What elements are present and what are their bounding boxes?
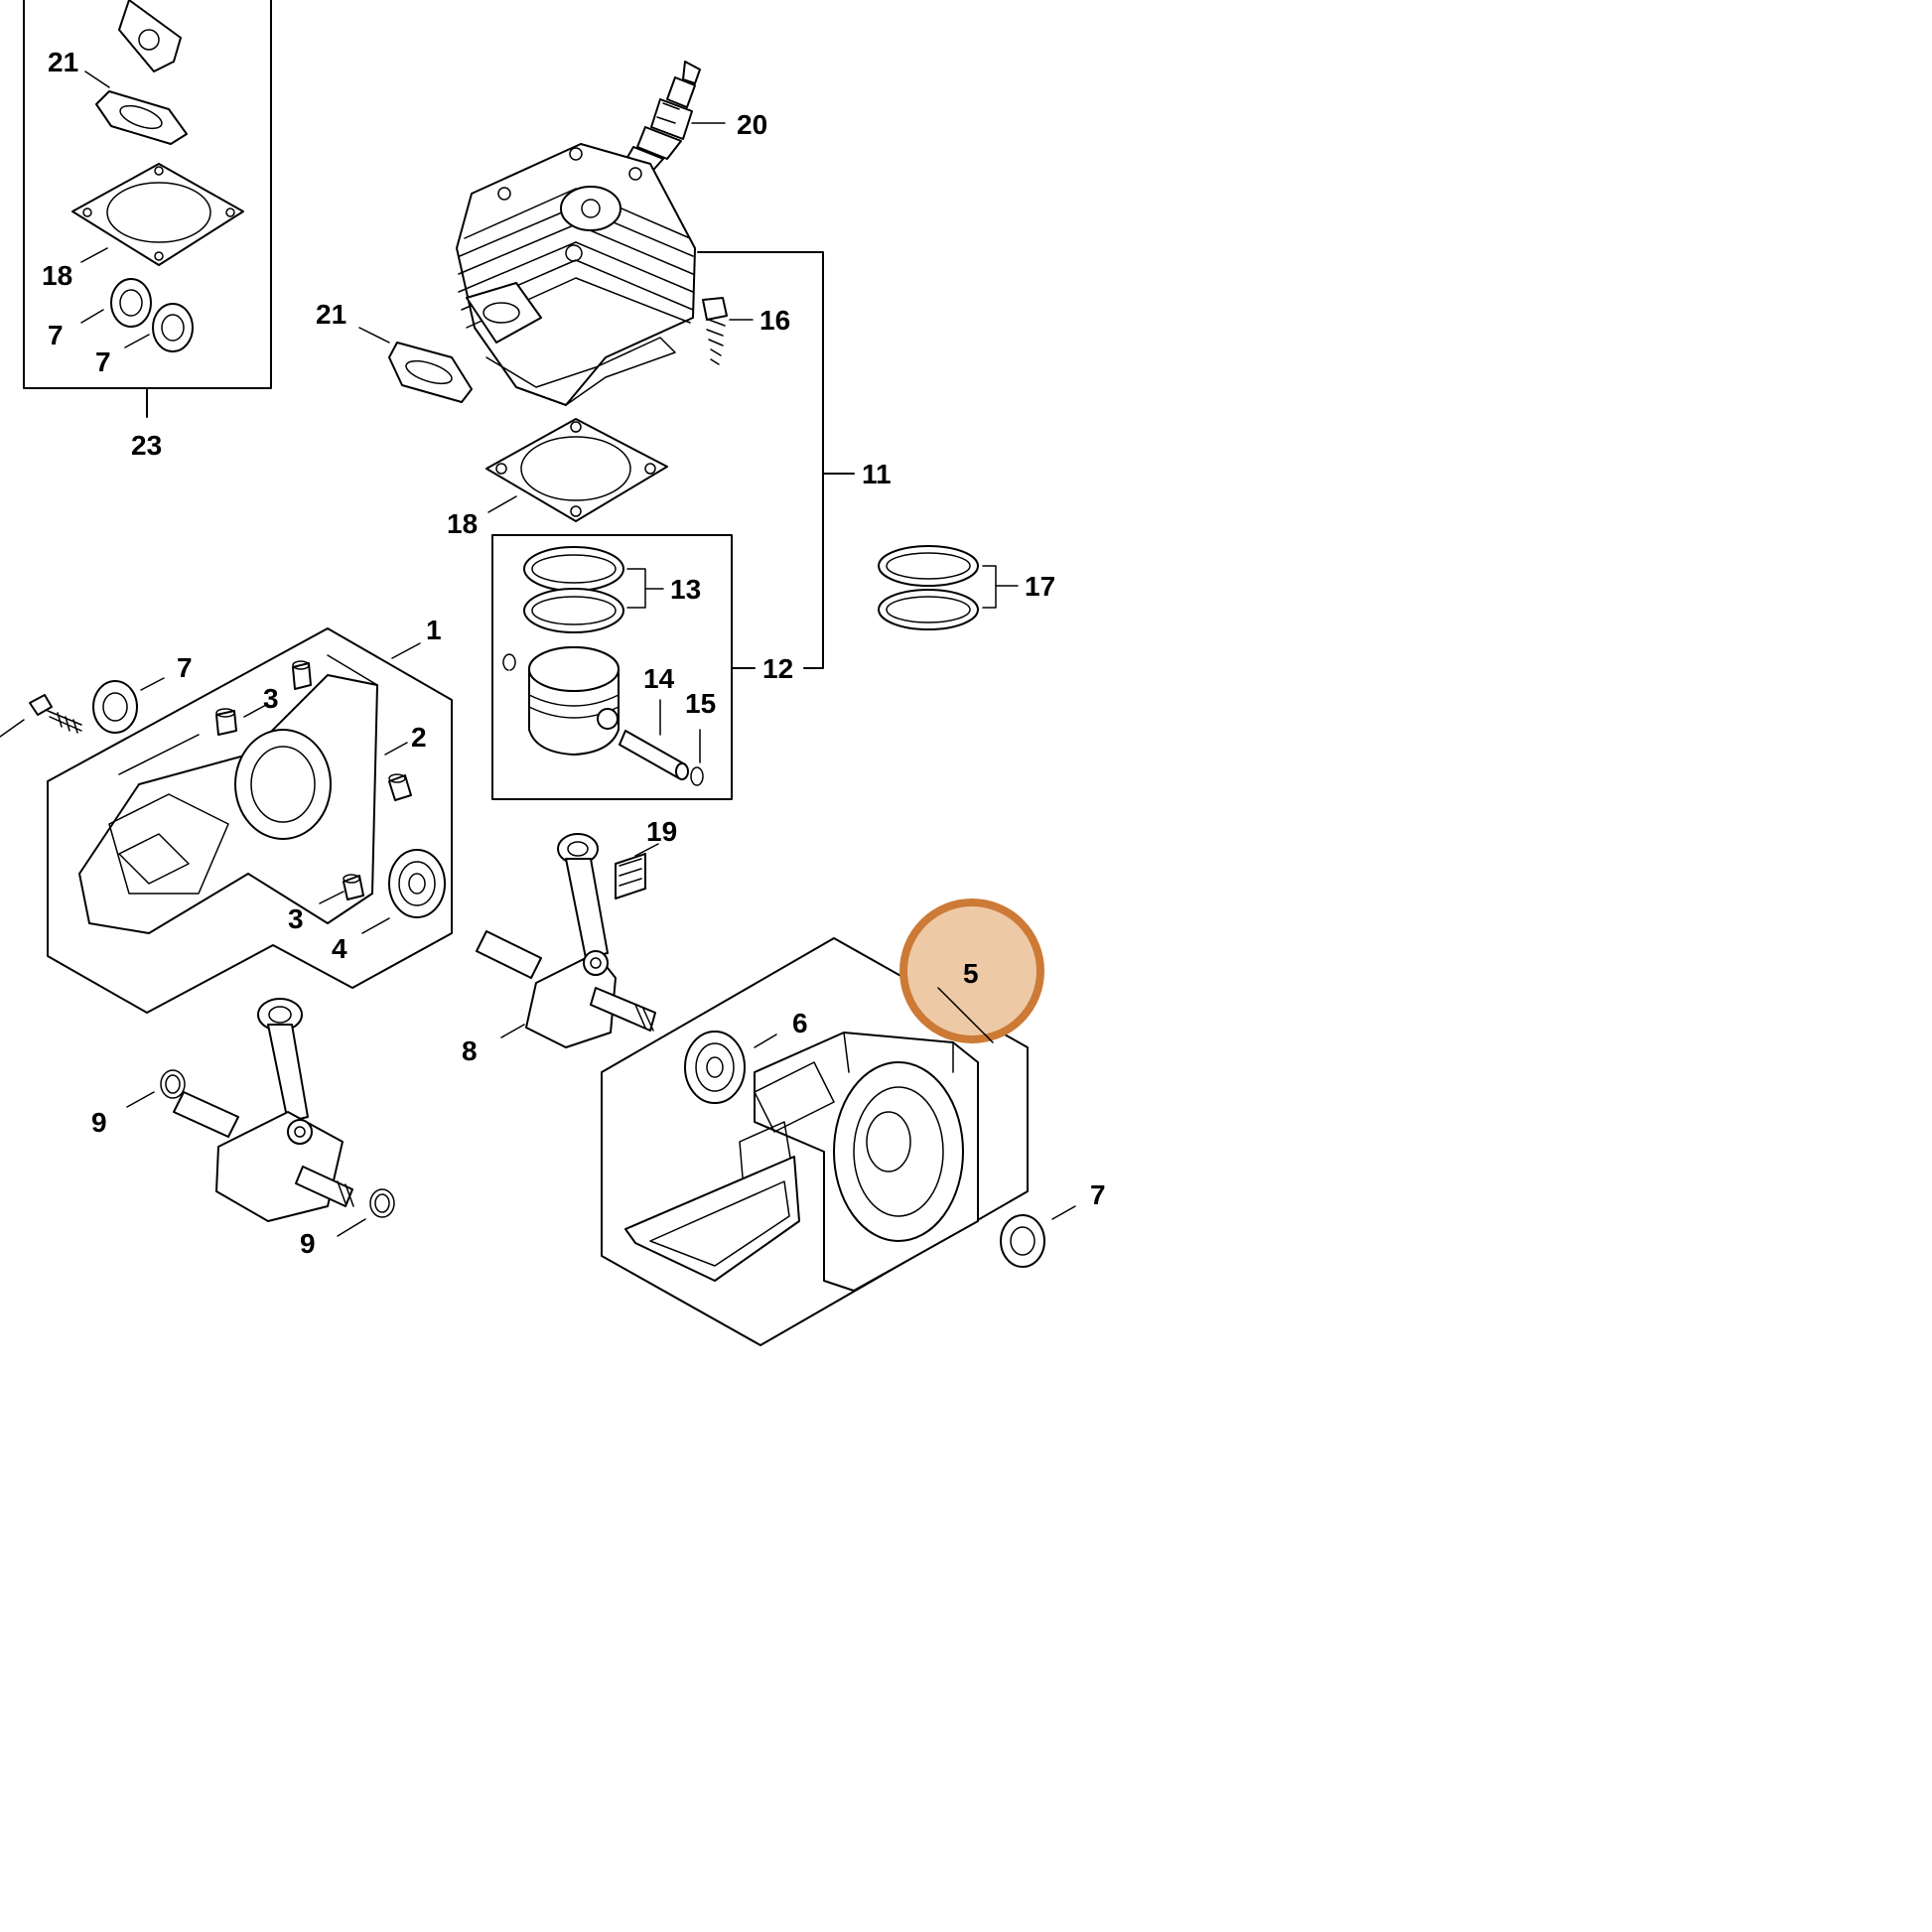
callout-7-kit-a: 7: [48, 320, 64, 350]
cylinder: [456, 143, 696, 406]
callout-15: 15: [685, 688, 716, 719]
callout-7-case: 7: [177, 652, 193, 683]
callout-7-case-right: 7: [1090, 1179, 1106, 1210]
callout-6: 6: [792, 1008, 808, 1038]
crankcase-left: [0, 627, 453, 1014]
cylinder-kit-bracket: [697, 251, 855, 669]
intake-gasket: [358, 327, 473, 403]
callout-19: 19: [646, 816, 677, 847]
highlight-circle[interactable]: [899, 898, 1044, 1043]
callout-21: 21: [316, 299, 346, 330]
callout-12: 12: [762, 653, 793, 684]
crankcase-right: [601, 937, 1076, 1346]
callout-14: 14: [643, 663, 675, 694]
piston-rings: [878, 545, 1019, 630]
callout-20: 20: [737, 109, 767, 140]
crankshaft: [476, 833, 659, 1048]
decompression-valve: [702, 297, 754, 365]
callout-3-lower: 3: [288, 903, 304, 934]
callout-1: 1: [426, 615, 442, 645]
callout-18: 18: [447, 508, 478, 539]
crankshaft-variant: [126, 998, 395, 1237]
gasket-kit-box: [23, 0, 272, 418]
callout-5[interactable]: 5: [963, 958, 979, 989]
callout-9-upper: 9: [91, 1107, 107, 1138]
callout-4: 4: [332, 933, 347, 964]
piston-kit-box: [491, 534, 756, 800]
callout-21-kit: 21: [48, 47, 78, 77]
callout-labels: 21 18 7 7 23 20 21 16 11 18 13 17 14 15 …: [42, 47, 1106, 1259]
callout-18-kit: 18: [42, 260, 72, 291]
callout-13: 13: [670, 574, 701, 605]
callout-2: 2: [411, 722, 427, 753]
callout-23: 23: [131, 430, 162, 461]
callout-9-lower: 9: [300, 1228, 316, 1259]
callout-16: 16: [759, 305, 790, 336]
callout-3-upper: 3: [263, 683, 279, 714]
callout-17: 17: [1025, 571, 1055, 602]
cylinder-base-gasket: [485, 418, 668, 522]
callout-7-kit-b: 7: [95, 346, 111, 377]
spark-plug: [624, 61, 726, 178]
callout-11: 11: [862, 459, 892, 489]
highlight-part-5[interactable]: [899, 898, 1044, 1043]
callout-8: 8: [462, 1035, 478, 1066]
